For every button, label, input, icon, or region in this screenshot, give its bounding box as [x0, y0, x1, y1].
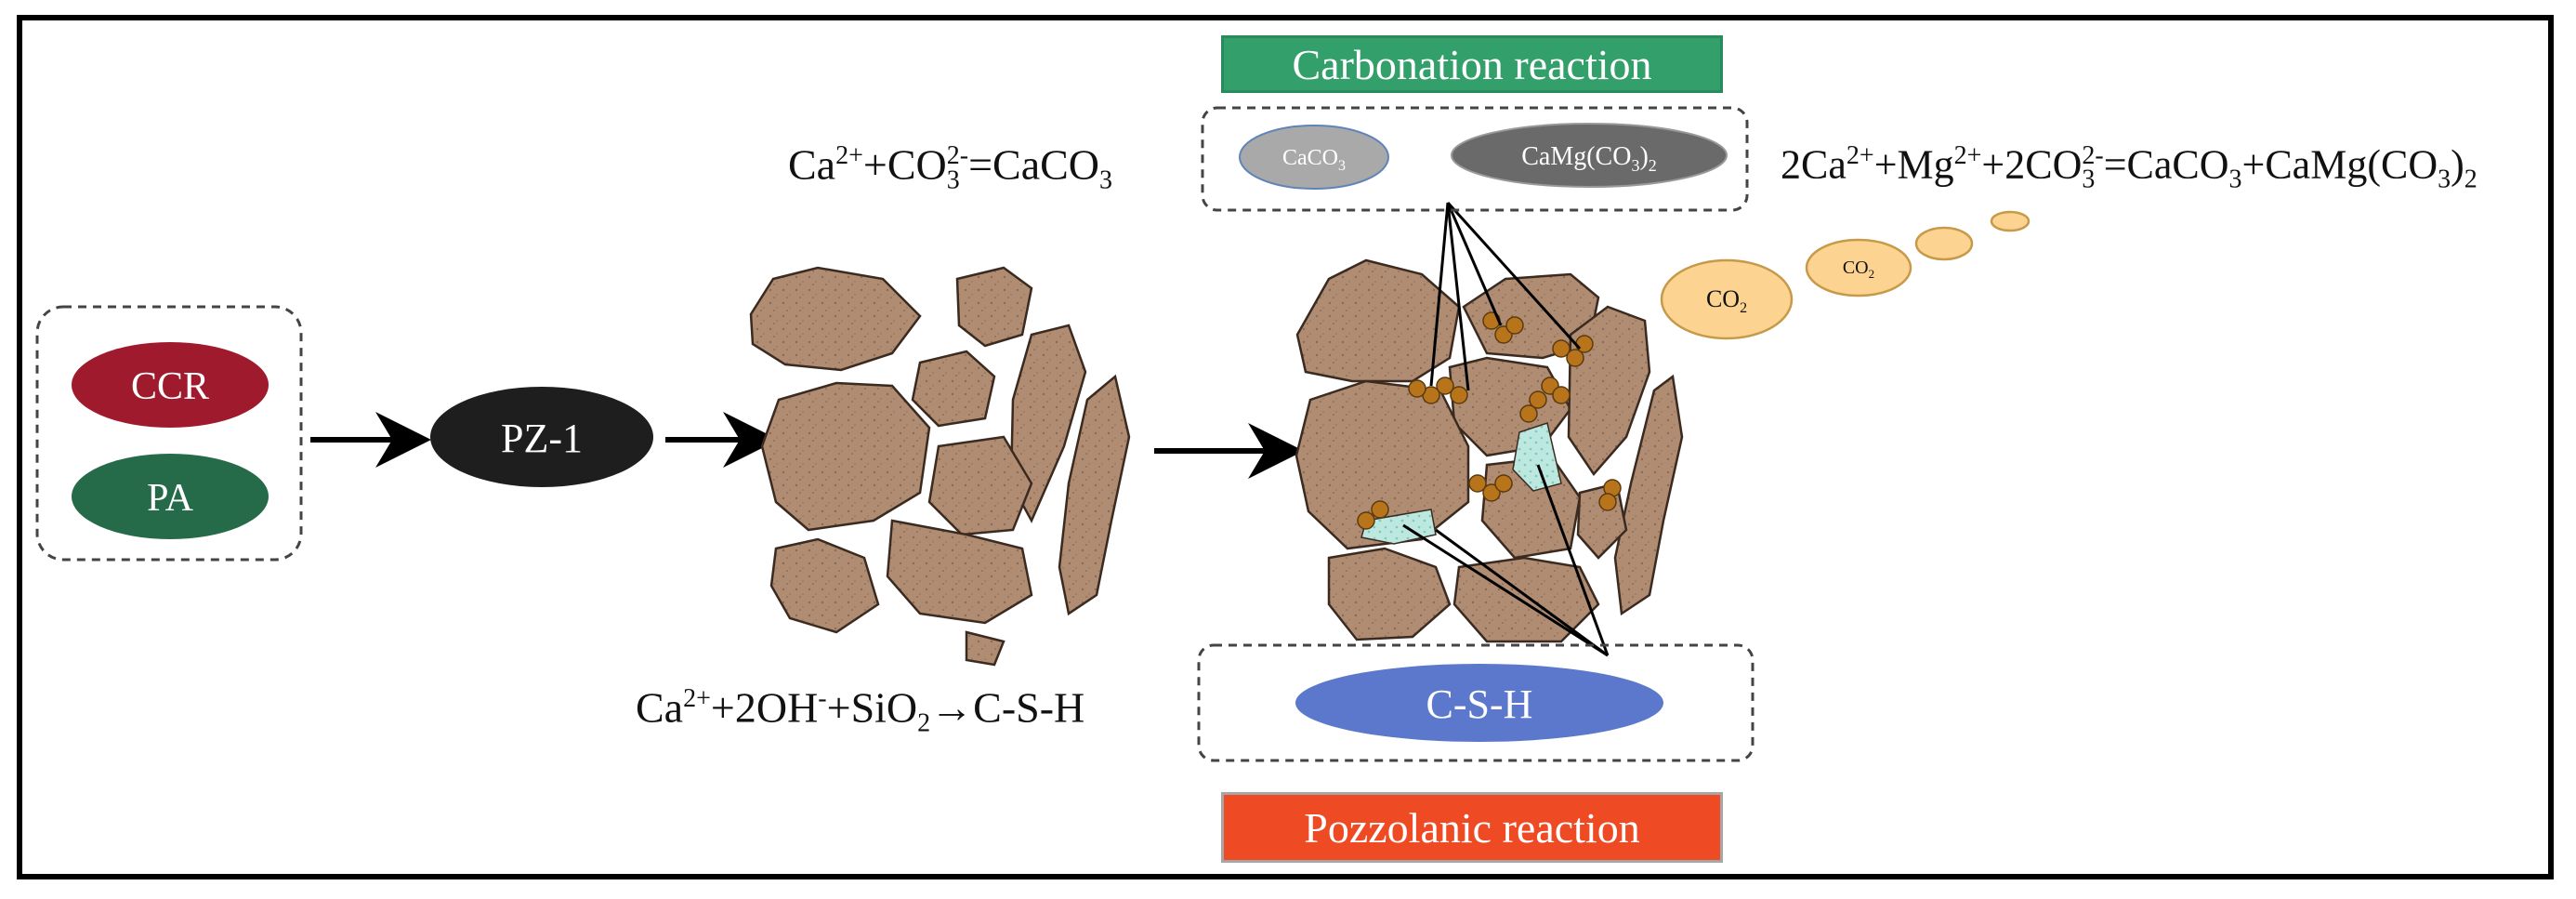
- carbonation-reaction-banner: Carbonation reaction: [1221, 35, 1723, 93]
- pozzolanic-reaction-banner: Pozzolanic reaction: [1221, 792, 1723, 863]
- pozzolanic-callout-lines: [1402, 464, 1610, 657]
- csh-ellipse: [1295, 664, 1663, 742]
- co2-bubble-large-label: CO2: [1706, 285, 1747, 316]
- pz1-label: PZ-1: [501, 416, 583, 461]
- carbonation-equation-1: Ca2++CO32-=CaCO3: [788, 140, 1113, 195]
- input-group-box: [35, 305, 303, 562]
- caco3-ellipse: [1239, 125, 1389, 190]
- co2-bubble-large: [1660, 258, 1794, 340]
- carbonation-equation-2: 2Ca2++Mg2++2CO32-=CaCO3+CaMg(CO3)2: [1781, 141, 2477, 194]
- co2-bubbles: [1660, 210, 2031, 340]
- camgco3-ellipse: [1451, 123, 1728, 188]
- ccr-label: CCR: [131, 365, 209, 408]
- co2-bubble-medium-label: CO2: [1843, 258, 1874, 281]
- camgco3-label: CaMg(CO3)2: [1521, 142, 1657, 175]
- ccr-ellipse: [72, 342, 269, 428]
- caco3-label: CaCO3: [1282, 146, 1346, 174]
- csh-label: C-S-H: [1426, 681, 1533, 727]
- pa-label: PA: [147, 477, 194, 520]
- carbonation-products-box: [1201, 106, 1749, 212]
- co2-bubble-medium: [1805, 238, 1912, 297]
- carbonate-precipitates: [1357, 311, 1622, 530]
- pz1-ellipse: [430, 387, 653, 487]
- pozzolanic-equation: Ca2++2OH-+SiO2→C-S-H: [636, 683, 1085, 738]
- co2-bubble-small: [1914, 226, 1974, 261]
- pa-ellipse: [72, 454, 269, 539]
- co2-bubble-tiny: [1990, 210, 2031, 232]
- carbonation-callout-lines: [1429, 201, 1582, 391]
- soil-particle-cluster: [749, 266, 1131, 667]
